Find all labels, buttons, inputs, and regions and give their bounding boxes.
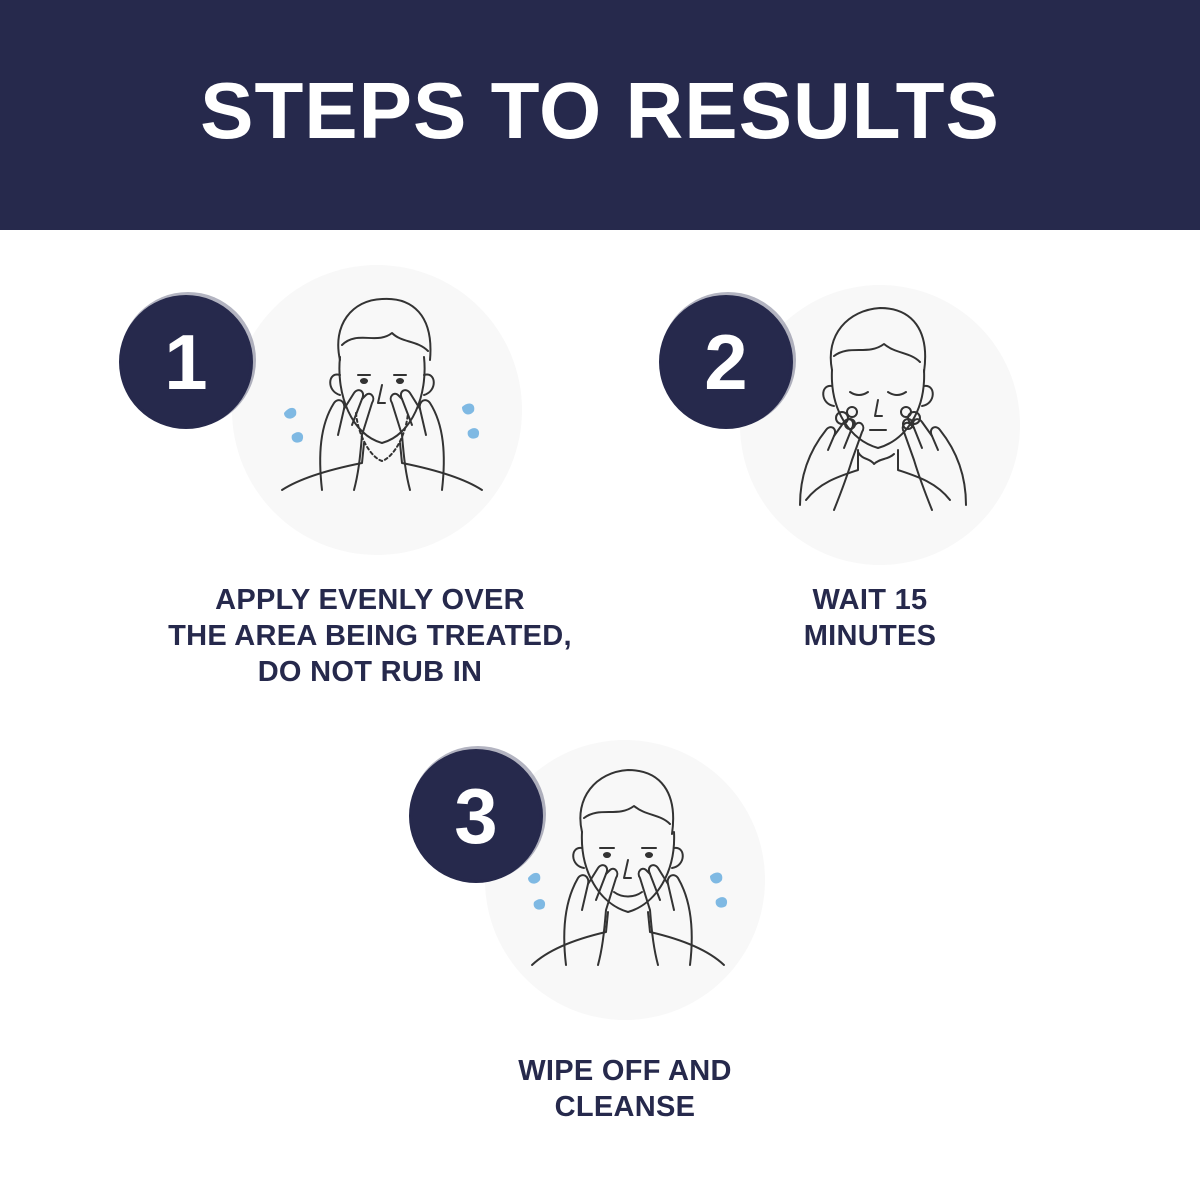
step-1-caption-line: THE AREA BEING TREATED, [168,620,572,652]
step-1-number-badge: 1 [122,298,250,426]
step-2-caption-line: MINUTES [803,620,937,652]
step-3-caption: WIPE OFF AND CLEANSE [450,1053,800,1125]
apply-face-icon [281,297,483,491]
step-2-caption: WAIT 15 MINUTES [720,582,1020,654]
step-3-caption-line: CLEANSE [554,1091,696,1123]
header-banner: STEPS TO RESULTS [0,0,1200,230]
step-1-caption-line: APPLY EVENLY OVER [215,584,525,616]
step-1-caption-line: DO NOT RUB IN [257,656,483,688]
wipe-face-icon [528,769,728,966]
step-3-caption-line: WIPE OFF AND [518,1055,732,1087]
step-2-illustration-bg [740,285,1020,565]
step-3-number-badge: 3 [412,752,540,880]
wait-face-icon [799,307,967,511]
step-2-number-badge: 2 [662,298,790,426]
step-2-caption-line: WAIT 15 [812,584,928,616]
page-title: STEPS TO RESULTS [200,66,1000,155]
step-1-caption: APPLY EVENLY OVER THE AREA BEING TREATED… [120,582,620,690]
